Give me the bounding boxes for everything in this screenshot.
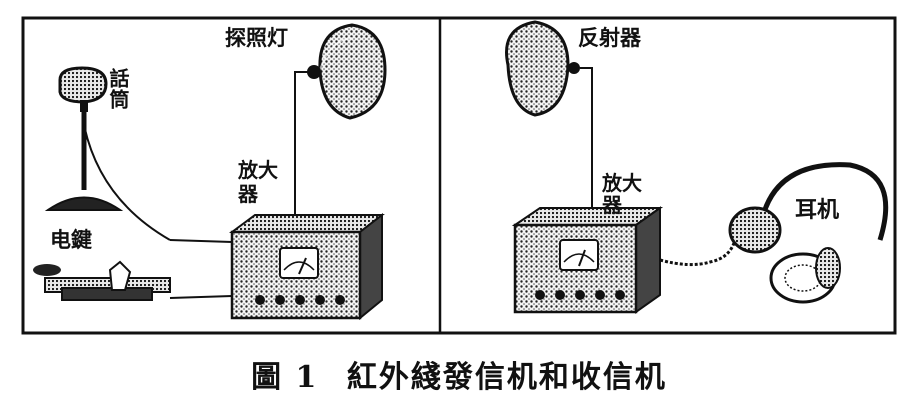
telegraph-key-label: 电鍵 [50, 228, 92, 252]
receiver-amplifier [511, 206, 664, 314]
key-cable [169, 295, 233, 299]
microphone-label: 話筒 [106, 68, 130, 110]
earphone-cable [659, 239, 737, 267]
diagram-frame [21, 16, 897, 335]
amplifier-label-left: 放大器 [238, 158, 278, 206]
transmitter-amplifier [228, 212, 385, 321]
reflector-label: 反射器 [578, 26, 641, 50]
microphone-icon [44, 66, 171, 241]
earphones-icon [728, 162, 889, 304]
earphones-label: 耳机 [795, 198, 840, 223]
reflector-cable [580, 67, 593, 220]
diagram-canvas [21, 16, 897, 335]
reflector-icon [505, 20, 580, 117]
searchlight-label: 探照灯 [225, 26, 288, 50]
amplifier-label-right: 放大器 [602, 171, 642, 217]
lamp-cable [294, 71, 308, 230]
telegraph-key-icon [33, 260, 171, 301]
mic-cable [169, 239, 233, 243]
figure-caption: 圖 1 紅外綫發信机和收信机 [0, 352, 918, 396]
figure-title: 紅外綫發信机和收信机 [346, 360, 667, 395]
searchlight-icon [307, 23, 387, 120]
figure-number: 圖 1 [251, 360, 319, 395]
